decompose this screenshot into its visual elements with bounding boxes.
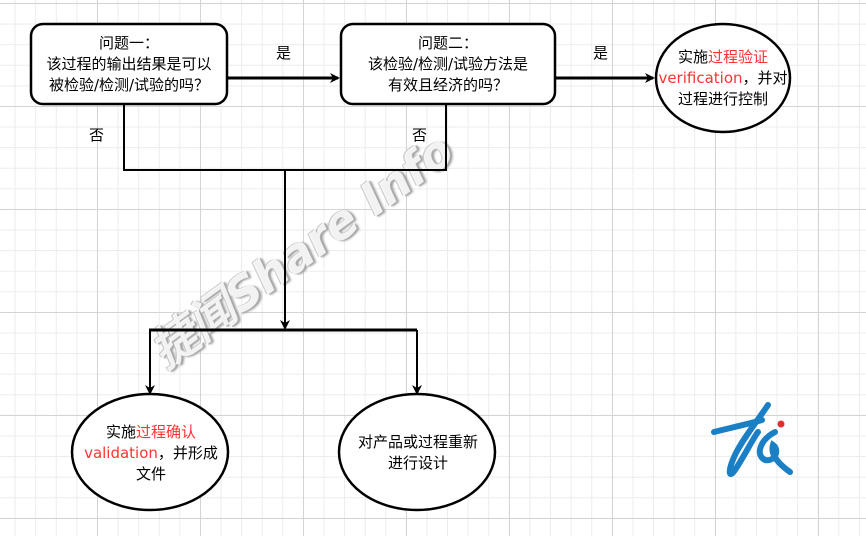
verification-post: ，并对 bbox=[742, 68, 788, 87]
validation-node: 实施过程确认 validation，并形成 文件 bbox=[72, 396, 230, 510]
question-1-box bbox=[29, 22, 229, 106]
question-1-line1: 该过程的输出结果是可以 bbox=[46, 54, 212, 73]
question-1-node: 问题一： 该过程的输出结果是可以 被检验/检测/试验的吗？ bbox=[31, 24, 227, 104]
verification-ellipse bbox=[654, 22, 792, 134]
redesign-line2: 进行设计 bbox=[387, 454, 448, 472]
verification-term: verification bbox=[658, 68, 743, 87]
redesign-node: 对产品或过程重新 进行设计 bbox=[339, 396, 497, 510]
question-2-node: 问题二： 该检验/检测/试验方法是 有效且经济的吗？ bbox=[341, 24, 555, 104]
validation-line3: 文件 bbox=[135, 464, 166, 483]
question-1-line2: 被检验/检测/试验的吗？ bbox=[48, 75, 210, 94]
validation-pre: 实施 bbox=[105, 422, 136, 441]
question-2-box bbox=[339, 22, 557, 106]
validation-term: validation bbox=[84, 443, 158, 462]
no-label-1: 否 bbox=[89, 126, 105, 144]
redesign-line1: 对产品或过程重新 bbox=[357, 433, 478, 451]
logo-icon bbox=[711, 402, 793, 477]
verification-red: 过程验证 bbox=[707, 47, 768, 66]
question-2-line2: 有效且经济的吗？ bbox=[387, 75, 508, 94]
question-2-line1: 该检验/检测/试验方法是 bbox=[367, 54, 529, 73]
yes-label-1: 是 bbox=[276, 44, 292, 62]
verification-pre: 实施 bbox=[677, 47, 708, 66]
validation-red: 过程确认 bbox=[136, 422, 197, 441]
question-2-title: 问题二： bbox=[417, 33, 478, 52]
yes-label-2: 是 bbox=[593, 44, 609, 62]
no-line-1 bbox=[123, 104, 447, 171]
no-label-2: 否 bbox=[412, 126, 428, 144]
verification-line3: 过程进行控制 bbox=[677, 89, 768, 108]
validation-post: ，并形成 bbox=[157, 443, 218, 462]
question-1-title: 问题一： bbox=[98, 33, 159, 52]
verification-node: 实施过程验证 verification，并对 过程进行控制 bbox=[656, 26, 790, 130]
